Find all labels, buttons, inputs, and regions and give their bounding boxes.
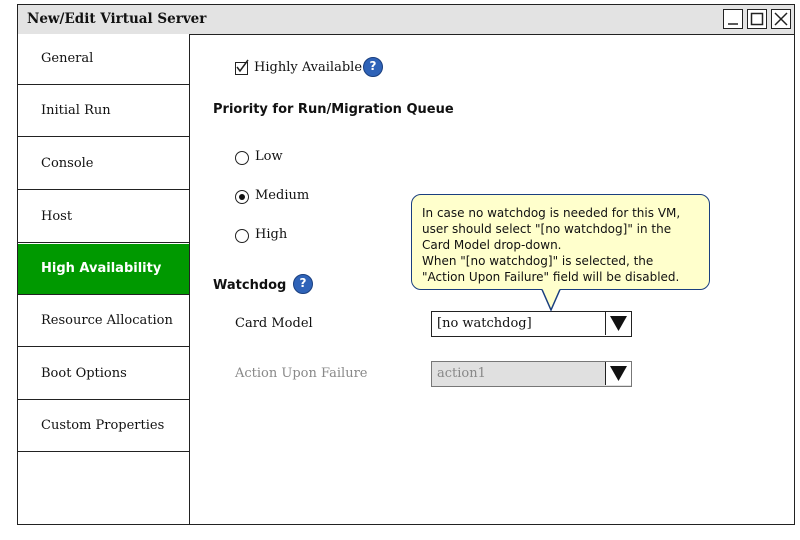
action-upon-failure-label: Action Upon Failure: [235, 366, 368, 381]
priority-medium-label: Medium: [255, 188, 310, 203]
dropdown-arrow[interactable]: [605, 312, 631, 335]
title-bar: New/Edit Virtual Server: [18, 5, 794, 35]
priority-medium-radio[interactable]: [235, 190, 249, 204]
sidebar-nav: General Initial Run Console Host High Av…: [18, 34, 190, 524]
priority-low-radio[interactable]: [235, 151, 249, 165]
minimize-button[interactable]: [723, 9, 743, 29]
priority-high-label: High: [255, 227, 288, 242]
card-model-select[interactable]: [no watchdog]: [431, 311, 632, 337]
question-mark-icon[interactable]: ?: [363, 57, 383, 77]
action-upon-failure-select: action1: [431, 361, 632, 387]
sidebar-item-custom-properties[interactable]: Custom Properties: [18, 401, 189, 452]
tooltip-line: "Action Upon Failure" field will be disa…: [422, 270, 680, 284]
maximize-button[interactable]: [747, 9, 767, 29]
radio-selected-dot: [238, 193, 245, 200]
sidebar-item-general[interactable]: General: [18, 34, 189, 85]
priority-heading: Priority for Run/Migration Queue: [213, 102, 454, 117]
watchdog-tooltip: In case no watchdog is needed for this V…: [411, 194, 710, 290]
priority-low-label: Low: [255, 149, 283, 164]
checkmark-icon: [236, 59, 249, 73]
tooltip-line: In case no watchdog is needed for this V…: [422, 206, 681, 220]
minimize-icon: [728, 23, 738, 25]
highly-available-checkbox[interactable]: [235, 59, 249, 75]
sidebar-item-resource-allocation[interactable]: Resource Allocation: [18, 296, 189, 347]
dropdown-arrow: [605, 362, 631, 385]
tooltip-line: When "[no watchdog]" is selected, the: [422, 254, 654, 268]
sidebar-item-high-availability[interactable]: High Availability: [18, 244, 189, 295]
sidebar-item-boot-options[interactable]: Boot Options: [18, 349, 189, 400]
watchdog-heading: Watchdog: [213, 278, 287, 293]
triangle-down-icon: [610, 366, 627, 381]
triangle-down-icon: [610, 316, 627, 331]
tooltip-line: Card Model drop-down.: [422, 238, 562, 252]
priority-high-radio[interactable]: [235, 229, 249, 243]
tooltip-pointer: [541, 289, 561, 312]
question-mark-icon[interactable]: ?: [293, 274, 313, 294]
highly-available-label: Highly Available: [254, 60, 363, 75]
tooltip-line: user should select "[no watchdog]" in th…: [422, 222, 672, 236]
sidebar-item-initial-run[interactable]: Initial Run: [18, 86, 189, 137]
card-model-value: [no watchdog]: [437, 316, 532, 331]
window-title: New/Edit Virtual Server: [27, 11, 207, 27]
sidebar-item-console[interactable]: Console: [18, 139, 189, 190]
close-icon: [774, 12, 788, 26]
action-upon-failure-value: action1: [437, 366, 486, 381]
sidebar-item-host[interactable]: Host: [18, 192, 189, 243]
maximize-icon: [750, 12, 764, 26]
close-button[interactable]: [771, 9, 791, 29]
card-model-label: Card Model: [235, 316, 313, 331]
